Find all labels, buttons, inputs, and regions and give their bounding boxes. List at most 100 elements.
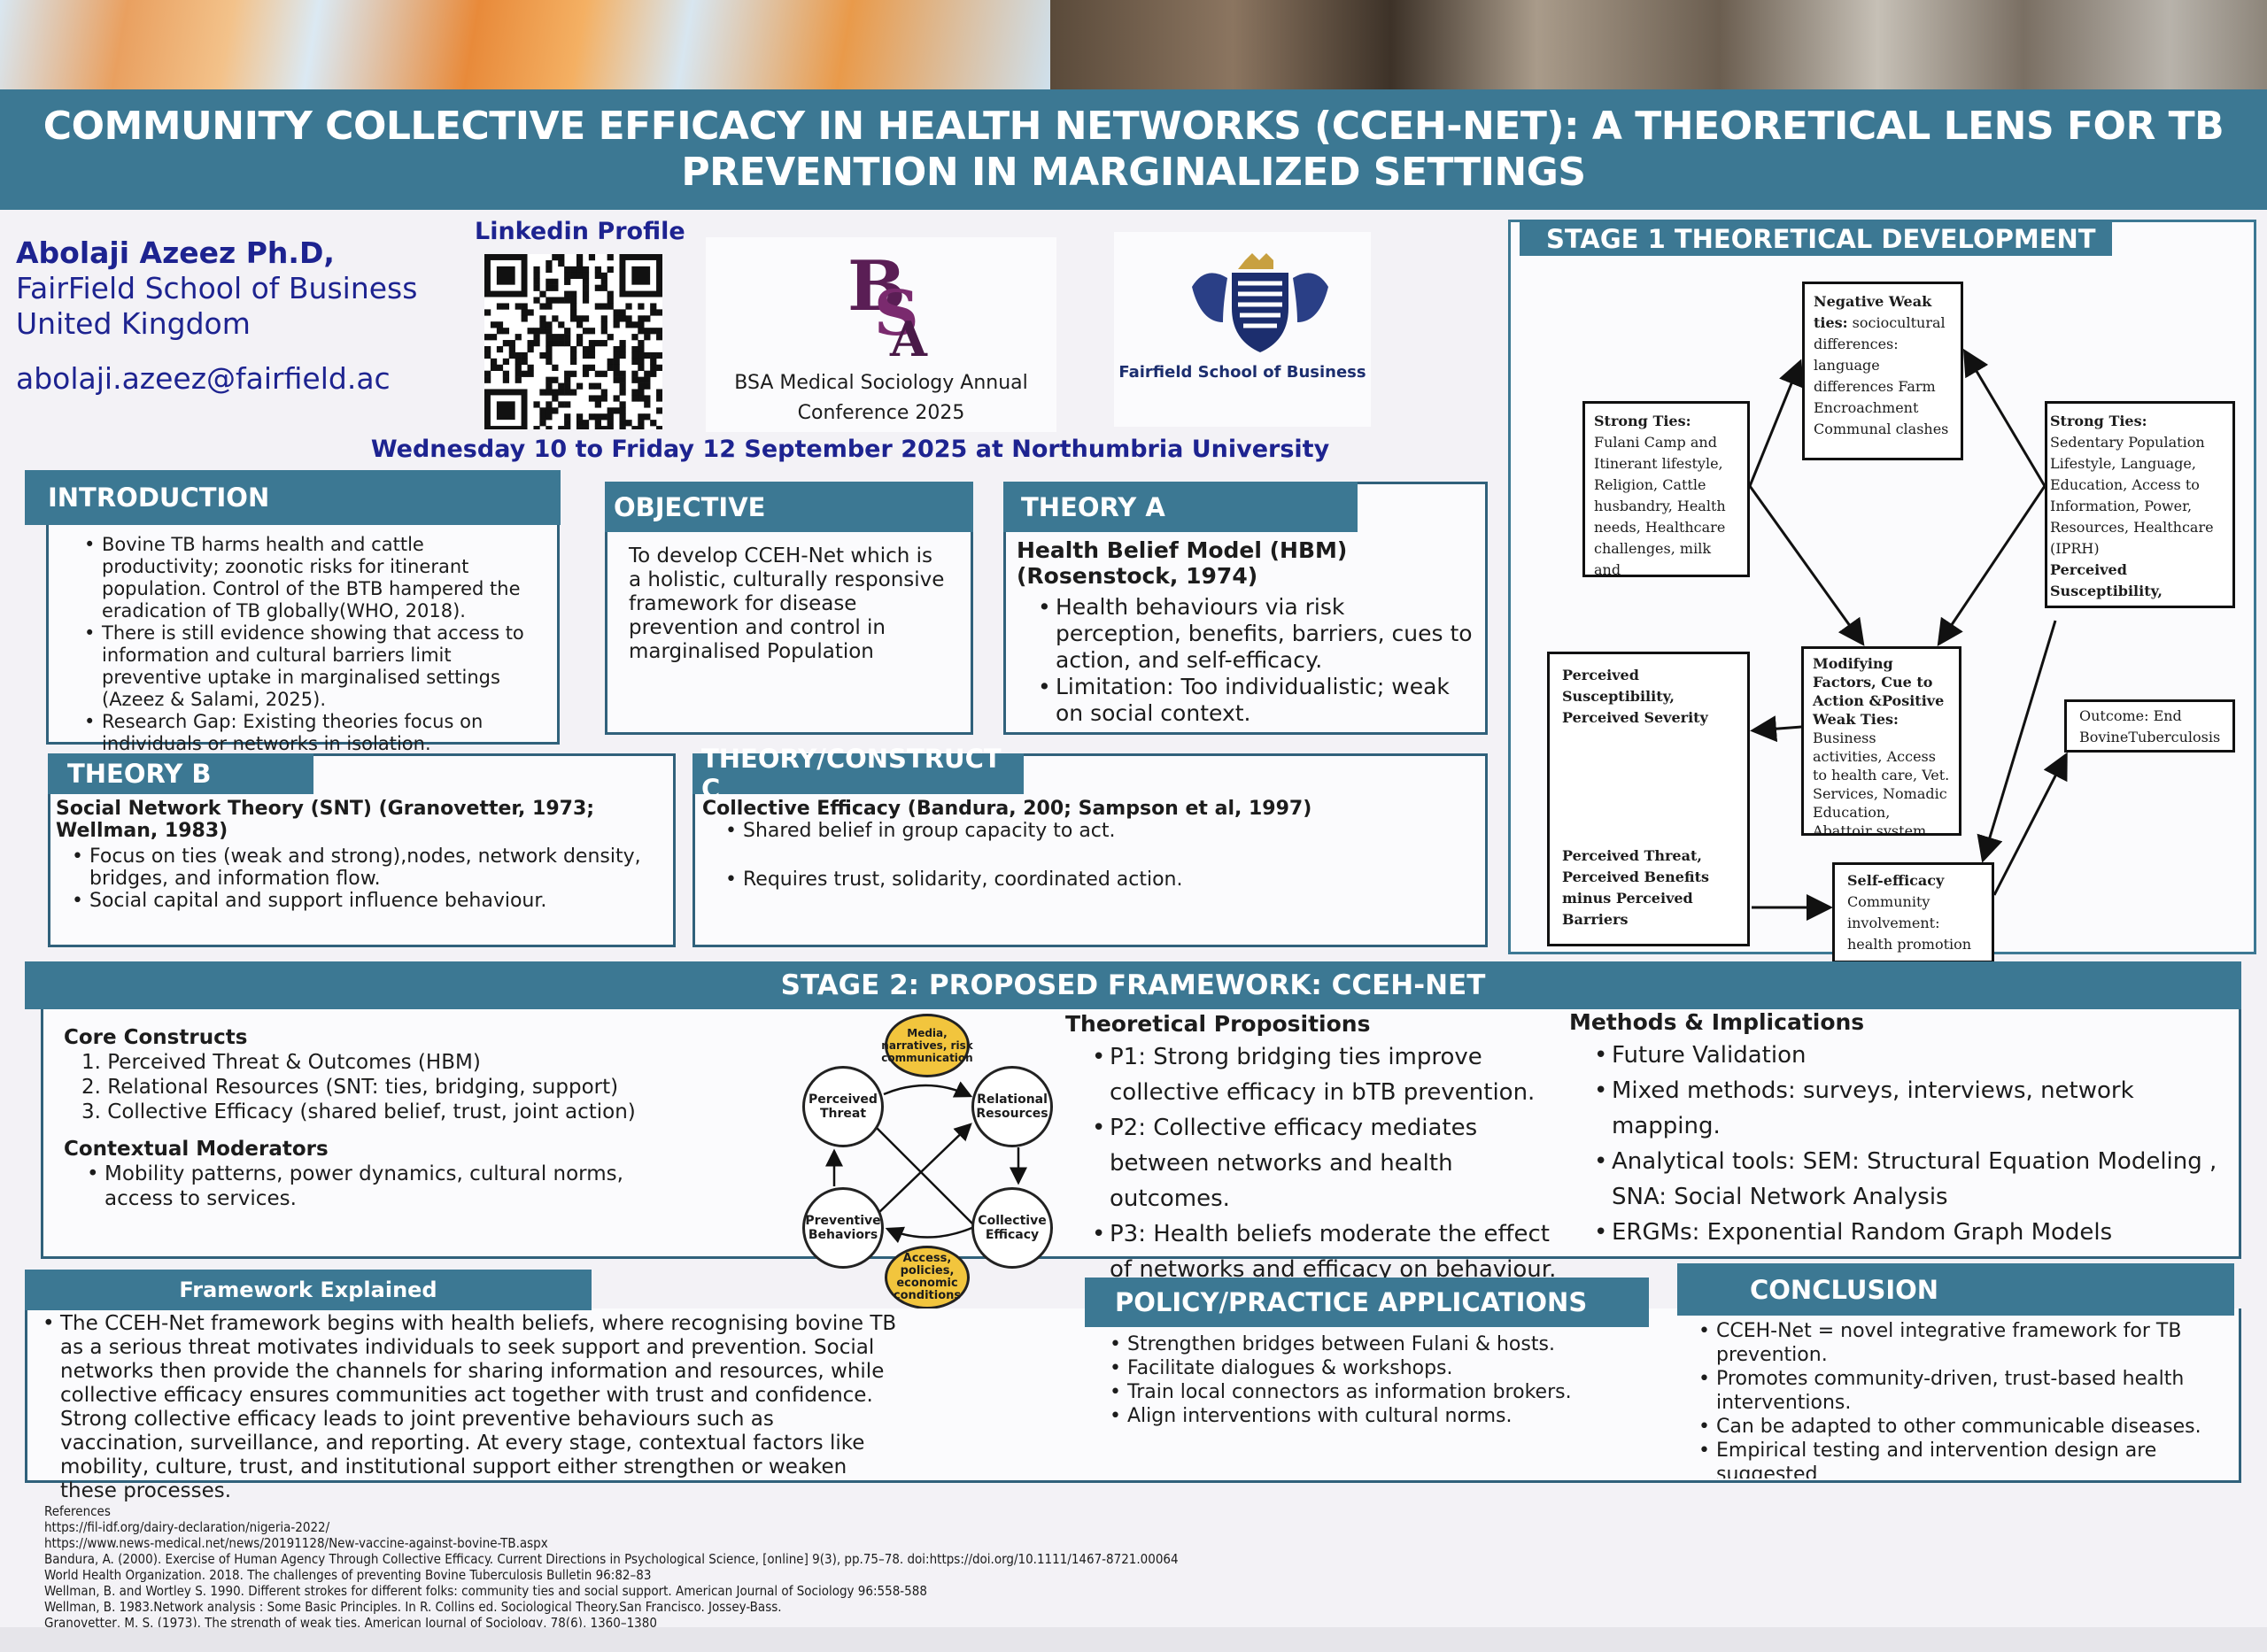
intro-item: There is still evidence showing that acc… (84, 622, 541, 711)
policy-item: Strengthen bridges between Fulani & host… (1110, 1332, 1659, 1356)
introduction-heading: INTRODUCTION (25, 470, 561, 525)
perceived-threat-text: Perceived Threat, Perceived Benefits min… (1562, 847, 1709, 928)
core-constructs: Core Constructs 1. Perceived Threat & Ou… (64, 1025, 790, 1211)
fairfield-caption: Fairfield School of Business (1118, 363, 1366, 382)
cceh-cycle-diagram: Perceived Threat Relational Resources Pr… (788, 1009, 1072, 1310)
core-construct-item: 2. Relational Resources (SNT: ties, brid… (81, 1076, 619, 1099)
theory-b-box: THEORY B Social Network Theory (SNT) (Gr… (48, 753, 676, 947)
preventive-behaviors-node: Preventive Behaviors (802, 1187, 884, 1269)
theory-b-item: Social capital and support influence beh… (72, 890, 661, 912)
header-photo-bacteria (0, 0, 1050, 89)
perceived-severity-text: Perceived Susceptibility, Perceived Seve… (1562, 667, 1708, 726)
conclusion-item: Promotes community-driven, trust-based h… (1698, 1367, 2221, 1415)
reference-item: World Health Organization. 2018. The cha… (44, 1567, 652, 1583)
reference-item[interactable]: https://www.news-medical.net/news/201911… (44, 1535, 548, 1551)
theory-a-item: Health behaviours via risk perception, b… (1038, 594, 1473, 674)
contextual-moderators-heading: Contextual Moderators (64, 1138, 329, 1161)
author-country: United Kingdom (16, 306, 251, 341)
framework-item: The CCEH-Net framework begins with healt… (43, 1312, 901, 1503)
reference-item: Wellman, B. 1983.Network analysis : Some… (44, 1599, 782, 1615)
modifying-factors-box: Modifying Factors, Cue to Action &Positi… (1801, 646, 1961, 836)
bsa-logo: B S A (847, 248, 928, 359)
author-block: Abolaji Azeez Ph.D, FairField School of … (16, 235, 417, 397)
stage1-panel: STAGE 1 THEORETICAL DEVELOPMENT Negative… (1508, 220, 2256, 963)
theory-a-subtitle: Health Belief Model (HBM) (Rosenstock, 1… (1017, 537, 1348, 589)
objective-box: OBJECTIVE To develop CCEH-Net which is a… (605, 482, 973, 735)
theory-b-heading: THEORY B (48, 753, 313, 794)
methods-heading: Methods & Implications (1569, 1009, 1865, 1035)
intro-item: Research Gap: Existing theories focus on… (84, 711, 541, 755)
cycle-arrows (825, 1081, 1027, 1244)
self-efficacy-label: Self-efficacy (1847, 872, 1945, 889)
perceived-susceptibility-box: Perceived Susceptibility, Perceived Seve… (1547, 652, 1750, 946)
proposition-item: P2: Collective efficacy mediates between… (1092, 1110, 1566, 1216)
outcome-box: Outcome: End BovineTuberculosis (2064, 699, 2235, 753)
theory-c-subtitle: Collective Efficacy (Bandura, 200; Samps… (702, 798, 1312, 820)
theory-b-item: Focus on ties (weak and strong),nodes, n… (72, 845, 661, 890)
moderator-item: Mobility patterns, power dynamics, cultu… (87, 1162, 666, 1211)
theory-a-box: THEORY A Health Belief Model (HBM) (Rose… (1003, 482, 1488, 735)
conference-date: Wednesday 10 to Friday 12 September 2025… (370, 436, 1330, 463)
theory-b-subtitle: Social Network Theory (SNT) (Granovetter… (56, 798, 595, 842)
methods-implications: Methods & Implications Future Validation… (1569, 1007, 2229, 1250)
author-email[interactable]: abolaji.azeez@fairfield.ac (16, 361, 391, 396)
fairfield-crest (1192, 253, 1328, 352)
negative-weak-ties-box: Negative Weak ties: sociocultural differ… (1802, 282, 1963, 460)
core-constructs-heading: Core Constructs (64, 1026, 248, 1049)
policy-heading: POLICY/PRACTICE APPLICATIONS (1085, 1278, 1649, 1327)
strong-ties-fulani-text: Fulani Camp and Itinerant lifestyle, Rel… (1594, 434, 1726, 577)
theory-a-item: Limitation: Too individualistic; weak on… (1038, 674, 1473, 727)
strong-ties-sedentary-box: Strong Ties: Sedentary Population Lifest… (2045, 401, 2235, 608)
references-heading: References (44, 1503, 111, 1519)
svg-text:S: S (874, 276, 919, 350)
negative-weak-ties-label: Negative Weak ties: (1814, 293, 1932, 331)
linkedin-label: Linkedin Profile (475, 218, 685, 245)
reference-item: Bandura, A. (2000). Exercise of Human Ag… (44, 1551, 1179, 1567)
method-item: Future Validation (1594, 1038, 2229, 1073)
linkedin-qr-code[interactable] (484, 254, 662, 429)
method-item: Mixed methods: surveys, interviews, netw… (1594, 1073, 2229, 1144)
reference-item: Wellman, B. and Wortley S. 1990. Differe… (44, 1583, 927, 1599)
stage2-heading: STAGE 2: PROPOSED FRAMEWORK: CCEH-NET (25, 961, 2241, 1009)
theory-c-heading: THEORY/CONSTRUCT C (692, 744, 1024, 804)
footer-strip (0, 1627, 2267, 1652)
author-name: Abolaji Azeez Ph.D, (16, 235, 335, 270)
theory-a-heading: THEORY A (1003, 482, 1358, 532)
perceived-susceptibility-label: Perceived Susceptibility, Perceived Seve… (2050, 561, 2196, 606)
method-item: ERGMs: Exponential Random Graph Models (1594, 1215, 2229, 1250)
author-school: FairField School of Business (16, 271, 418, 305)
policy-list: Strengthen bridges between Fulani & host… (1110, 1332, 1659, 1428)
fairfield-logo-panel: Fairfield School of Business (1114, 232, 1371, 427)
objective-text: To develop CCEH-Net which is a holistic,… (629, 544, 945, 663)
propositions-heading: Theoretical Propositions (1065, 1011, 1371, 1037)
theory-c-box: THEORY/CONSTRUCT C Collective Efficacy (… (692, 744, 1488, 947)
conclusion-item: CCEH-Net = novel integrative framework f… (1698, 1319, 2221, 1367)
negative-weak-ties-text: sociocultural differences: language diff… (1814, 314, 1949, 437)
header-photo-cattle (1050, 0, 2267, 89)
strong-ties-label: Strong Ties: (1594, 413, 1691, 429)
modifying-factors-text: Business activities, Access to health ca… (1813, 730, 1950, 836)
bsa-caption: BSA Medical Sociology Annual Conference … (734, 372, 1028, 424)
proposition-item: P3: Health beliefs moderate the effect o… (1092, 1216, 1566, 1287)
proposition-item: P1: Strong bridging ties improve collect… (1092, 1039, 1566, 1110)
references: References https://fil-idf.org/dairy-dec… (44, 1503, 1373, 1627)
self-efficacy-text: Community involvement: health promotion (1847, 893, 1972, 953)
strong-ties-fulani-box: Strong Ties: Fulani Camp and Itinerant l… (1582, 401, 1750, 577)
perceived-threat-node: Perceived Threat (802, 1066, 884, 1147)
strong-ties-sedentary-text: Sedentary Population Lifestyle, Language… (2050, 434, 2214, 557)
conclusion-item: Can be adapted to other communicable dis… (1698, 1415, 2221, 1439)
core-construct-item: 3. Collective Efficacy (shared belief, t… (81, 1100, 636, 1123)
reference-item[interactable]: https://fil-idf.org/dairy-declaration/ni… (44, 1519, 330, 1535)
modifying-factors-label: Modifying Factors, Cue to Action &Positi… (1813, 655, 1945, 728)
theory-c-item: Shared belief in group capacity to act. (725, 820, 1473, 842)
conclusion-list: CCEH-Net = novel integrative framework f… (1698, 1319, 2221, 1478)
introduction-box: Bovine TB harms health and cattle produc… (46, 522, 560, 754)
reference-item: Granovetter, M. S. (1973). The strength … (44, 1615, 657, 1627)
svg-text:B: B (847, 248, 906, 327)
policy-item: Train local connectors as information br… (1110, 1380, 1659, 1404)
framework-text: The CCEH-Net framework begins with healt… (43, 1312, 901, 1503)
relational-resources-node: Relational Resources (971, 1066, 1053, 1147)
strong-ties-label: Strong Ties: (2050, 413, 2147, 429)
conclusion-heading: CONCLUSION (1677, 1263, 2234, 1316)
media-moderator-node: Media, narratives, risk communication (881, 1014, 973, 1077)
